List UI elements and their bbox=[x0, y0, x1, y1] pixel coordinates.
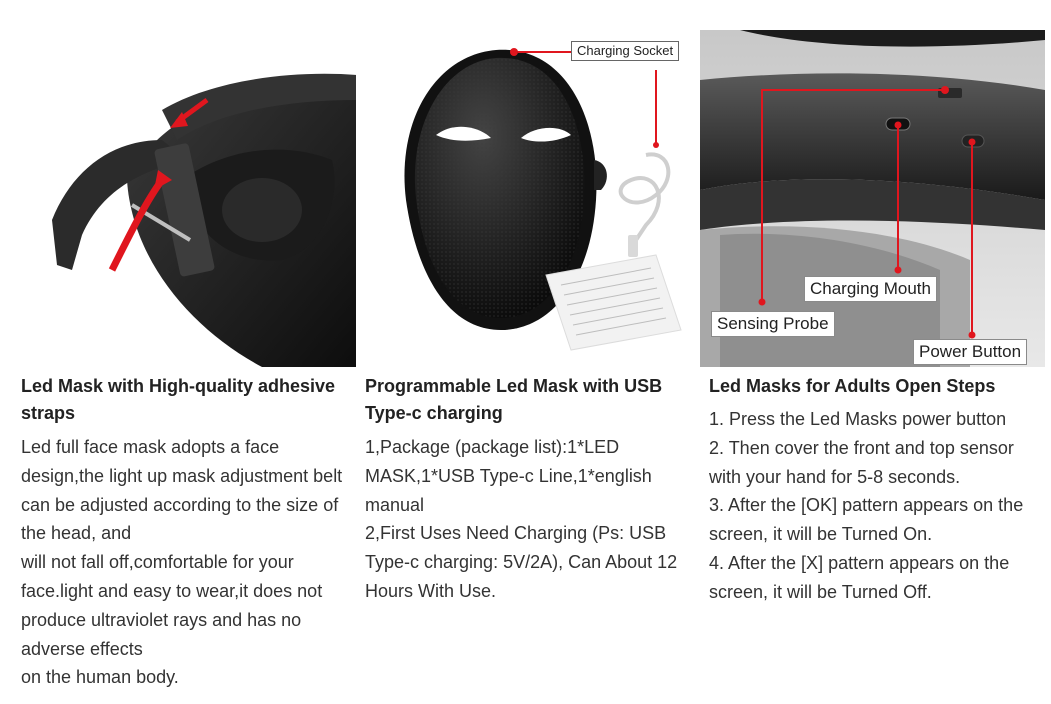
step-item: 1. Press the Led Masks power button bbox=[709, 409, 1007, 429]
description-paragraph: on the human body. bbox=[21, 667, 179, 688]
description-paragraph: Led full face mask adopts a face design,… bbox=[21, 437, 343, 544]
step-item: 4. After the [X] pattern appears on the … bbox=[709, 552, 1010, 602]
column-description: 1,Package (package list):1*LED MASK,1*US… bbox=[365, 433, 700, 606]
description-paragraph: 2,First Uses Need Charging (Ps: USB Type… bbox=[365, 523, 678, 601]
step-item: 2. Then cover the front and top sensor w… bbox=[709, 437, 1014, 487]
product-column-straps: Led Mask with High-quality adhesive stra… bbox=[12, 0, 357, 687]
sensing-probe-callout: Sensing Probe bbox=[711, 311, 835, 337]
step-item: 3. After the [OK] pattern appears on the… bbox=[709, 495, 1024, 545]
product-column-usb: Charging Socket Programmable Led Mask wi… bbox=[356, 0, 701, 601]
power-button-callout: Power Button bbox=[913, 339, 1028, 365]
column-heading: Led Mask with High-quality adhesive stra… bbox=[21, 376, 336, 423]
column-heading: Led Masks for Adults Open Steps bbox=[709, 376, 996, 396]
strap-image bbox=[12, 30, 357, 367]
column-description: 1. Press the Led Masks power button 2. T… bbox=[709, 405, 1044, 607]
product-column-steps: Charging Mouth Sensing Probe Power Butto… bbox=[700, 0, 1045, 602]
charging-socket-callout: Charging Socket bbox=[571, 41, 680, 61]
mask-strap-photo-icon bbox=[12, 30, 357, 367]
description-paragraph: 1,Package (package list):1*LED MASK,1*US… bbox=[365, 437, 652, 515]
description-paragraph: will not fall off,comfortable for your f… bbox=[21, 552, 323, 659]
column-heading: Programmable Led Mask with USB Type-c ch… bbox=[365, 376, 663, 423]
mask-top-image: Charging Mouth Sensing Probe Power Butto… bbox=[700, 30, 1045, 367]
mask-front-image: Charging Socket bbox=[356, 30, 701, 367]
charging-mouth-callout: Charging Mouth bbox=[804, 276, 937, 302]
mask-front-photo-icon bbox=[356, 30, 701, 367]
column-description: Led full face mask adopts a face design,… bbox=[21, 433, 356, 692]
